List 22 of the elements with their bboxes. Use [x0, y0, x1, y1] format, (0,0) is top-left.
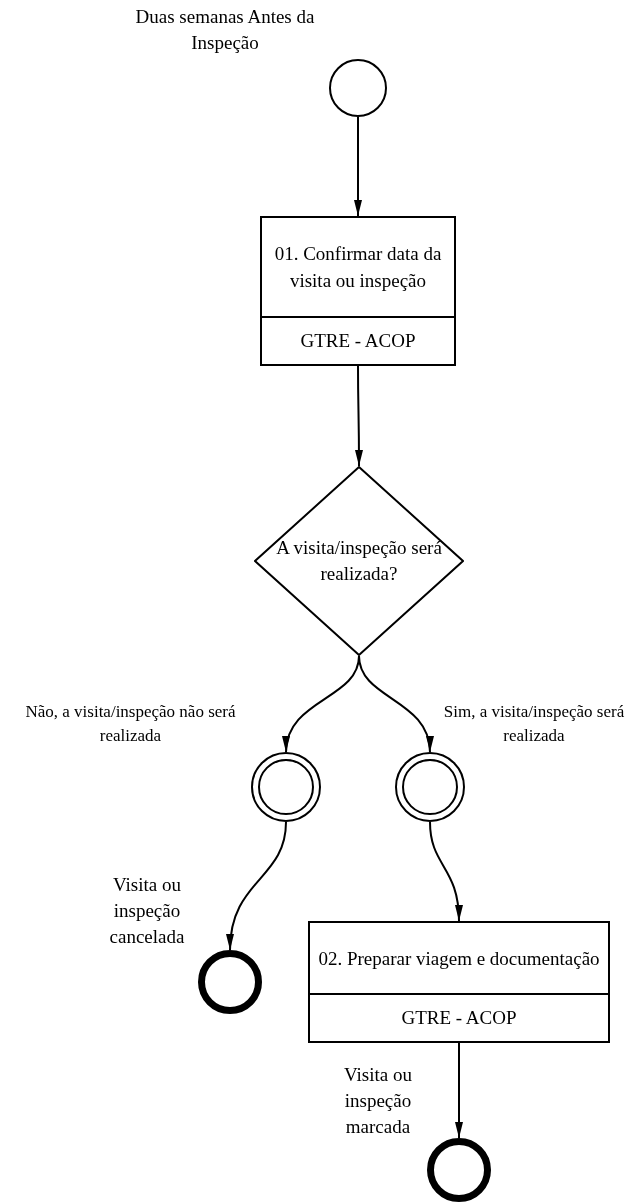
decision-diamond	[254, 466, 464, 656]
task-role: GTRE - ACOP	[300, 328, 416, 353]
intermediate-event-circle	[251, 752, 321, 822]
arrow	[358, 655, 433, 753]
decision-question: A visita/inspeção será realizada?	[275, 536, 443, 586]
event-label: Visita ou inspeção marcada	[343, 1063, 413, 1139]
intermediate-event-circle	[395, 752, 465, 822]
arrow	[455, 1042, 463, 1139]
arrow	[355, 365, 363, 467]
task-title: 01. Confirmar data da visita ou inspeção	[273, 242, 443, 293]
task-box	[260, 216, 456, 366]
arrow	[227, 821, 287, 951]
start-event-circle	[329, 59, 387, 117]
task-title: 02. Preparar viagem e documentação	[318, 946, 600, 971]
end-event-circle	[427, 1138, 491, 1202]
end-event-circle	[198, 950, 262, 1014]
task-role: GTRE - ACOP	[401, 1005, 517, 1030]
event-label: Visita ou inspeção cancelada	[108, 873, 186, 949]
arrow	[429, 821, 463, 922]
event-label: Duas semanas Antes da Inspeção	[134, 5, 316, 55]
task-box	[308, 921, 610, 1043]
arrow	[354, 116, 362, 217]
